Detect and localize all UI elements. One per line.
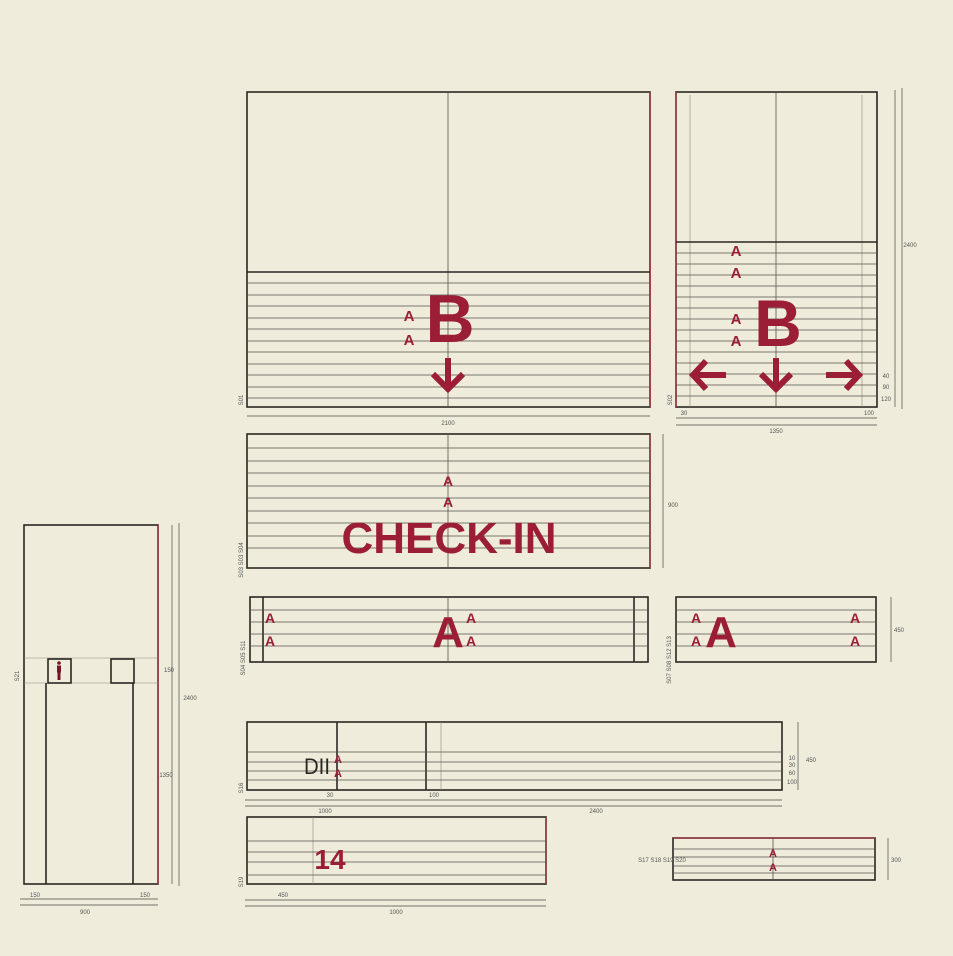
small-letter: A <box>731 265 742 282</box>
panel-code: S01 <box>239 394 245 405</box>
arrow-right-icon <box>826 358 864 392</box>
row-dimension: 40 <box>883 374 890 380</box>
row-dimension: 100 <box>787 780 798 786</box>
small-letter: A <box>691 610 701 626</box>
checkin-text: CHECK-IN <box>341 514 556 563</box>
panel-b-sign-wide: B A A S01 2100 <box>239 91 651 427</box>
panel-code: S21 <box>15 670 21 681</box>
small-letter: A <box>731 311 742 328</box>
panel-code: S02 <box>668 394 674 405</box>
row-dimension: 60 <box>789 771 796 777</box>
panel-code: S07 S08 S12 S13 <box>667 635 673 683</box>
small-letter: A <box>443 473 453 489</box>
small-letter: A <box>404 332 415 349</box>
margin-left-dimension: 30 <box>681 411 688 417</box>
big-letter-a: A <box>705 608 737 657</box>
right-dimension: 2400 <box>589 809 603 815</box>
panel-b-sign-narrow: A A A A B S02 2400 40 90 120 30 100 1350 <box>668 88 917 435</box>
arrow-down-icon <box>758 358 794 394</box>
small-letter: A <box>850 633 860 649</box>
band-dimension: 150 <box>164 668 175 674</box>
small-letter: A <box>265 610 275 626</box>
left-dimension: 1000 <box>318 809 332 815</box>
height-dimension: 450 <box>894 628 905 634</box>
row-dimension: 90 <box>883 385 890 391</box>
small-letter: A <box>850 610 860 626</box>
small-letter: A <box>404 308 415 325</box>
row-dimension: 120 <box>881 397 892 403</box>
small-letter: A <box>731 243 742 260</box>
offset-dimension: 450 <box>278 893 289 899</box>
small-letter: A <box>466 610 476 626</box>
panel-small-strip: A A S17 S18 S19 S20 300 <box>638 837 902 881</box>
small-letter: A <box>769 862 777 874</box>
panel-a-strip-narrow: A A A A A S07 S08 S12 S13 450 <box>667 596 905 684</box>
panel-a-strip-wide: A A A A A S04 S05 S11 <box>241 596 649 676</box>
width-dimension: 2100 <box>441 421 455 427</box>
margin-right-dimension: 100 <box>864 411 875 417</box>
width-dimension: 1350 <box>769 429 783 435</box>
sign-letter-b: B <box>754 286 802 360</box>
small-letter: A <box>334 768 342 780</box>
panel-room-strip: DII A A S16 30 100 1000 2400 10 30 60 10… <box>239 721 817 815</box>
height-dimension: 900 <box>668 503 679 509</box>
small-letter: A <box>769 848 777 860</box>
panel-code: S04 S05 S11 <box>241 640 247 676</box>
width-dimension: 900 <box>80 910 91 916</box>
person-icon <box>57 661 61 680</box>
panel-code: S03 S03 S04 <box>239 542 245 578</box>
panel-number-strip: 14 S19 450 1000 <box>239 816 547 916</box>
small-letter: A <box>466 633 476 649</box>
small-letter: A <box>334 754 342 766</box>
sign-letter-b: B <box>425 281 474 357</box>
side-right-dimension: 150 <box>140 893 151 899</box>
room-symbol-text: DII <box>304 754 330 779</box>
height-dimension: 300 <box>891 858 902 864</box>
height-dimension: 2400 <box>903 243 917 249</box>
panel-checkin: A A CHECK-IN S03 S03 S04 900 <box>239 433 679 578</box>
small-letter: A <box>443 494 453 510</box>
panel-door: S21 2400 150 1350 150 150 900 <box>15 523 197 916</box>
arrow-left-icon <box>688 358 726 392</box>
width-dimension: 1000 <box>389 910 403 916</box>
height-dimension: 2400 <box>183 696 197 702</box>
gap-dimension: 100 <box>429 793 440 799</box>
row-dimension: 10 <box>789 756 796 762</box>
panel-code: S16 <box>239 782 245 793</box>
big-letter-a: A <box>432 608 464 657</box>
arrow-down-icon <box>430 358 466 394</box>
small-dimension: 30 <box>327 793 334 799</box>
panel-code: S19 <box>239 876 245 887</box>
small-letter: A <box>731 333 742 350</box>
room-number: 14 <box>314 844 346 875</box>
row-dimension: 30 <box>789 763 796 769</box>
lower-dimension: 1350 <box>159 773 173 779</box>
height-dimension: 450 <box>806 758 817 764</box>
side-left-dimension: 150 <box>30 893 41 899</box>
panel-code: S17 S18 S19 S20 <box>638 858 686 864</box>
small-letter: A <box>691 633 701 649</box>
small-letter: A <box>265 633 275 649</box>
